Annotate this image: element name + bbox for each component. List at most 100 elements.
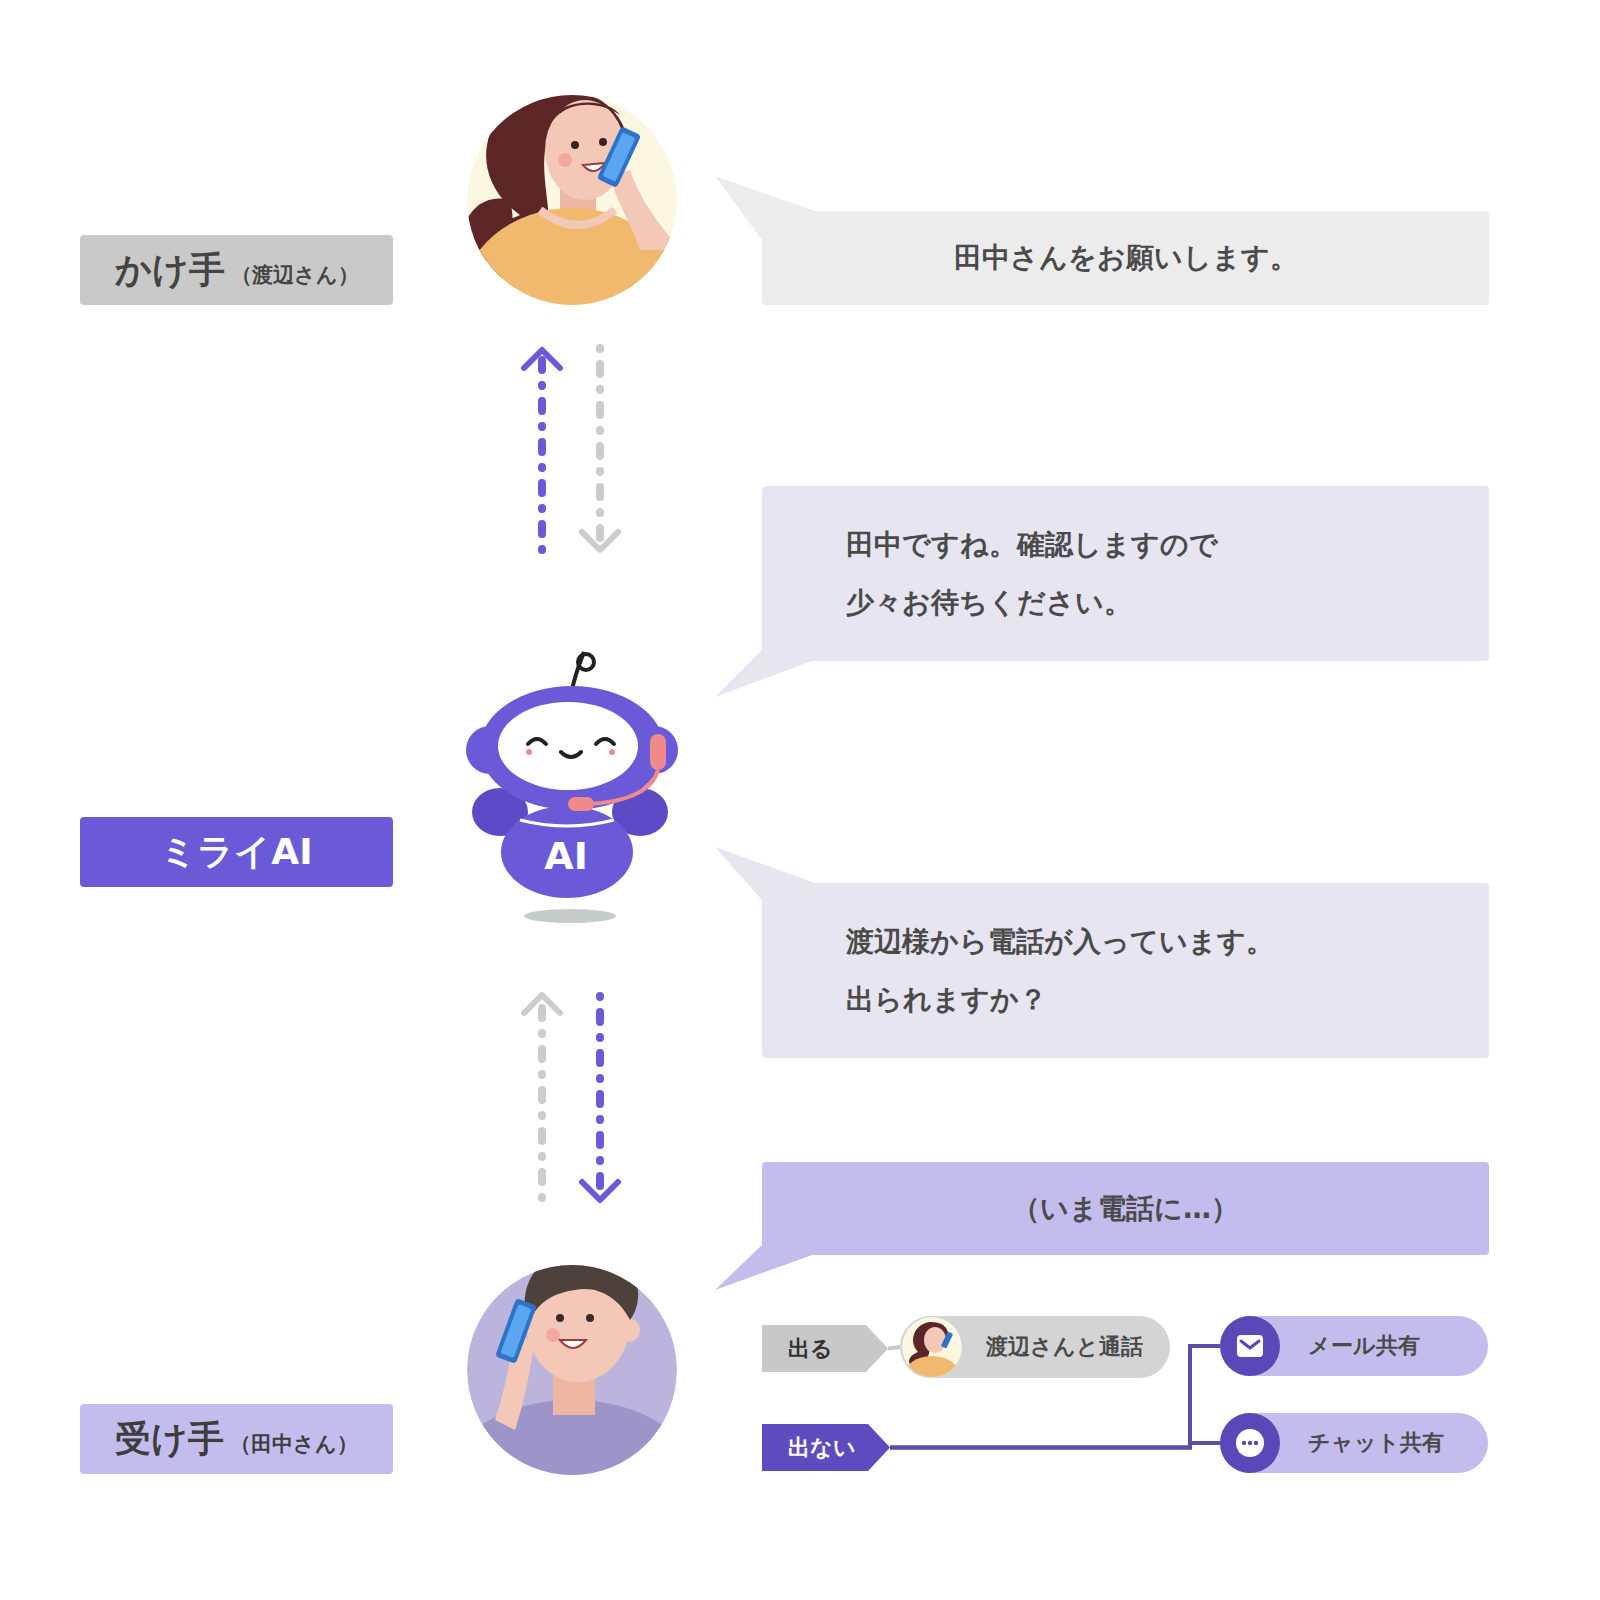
illustration-ellipse — [501, 806, 633, 898]
illustration-circle — [1236, 1429, 1264, 1457]
illustration-path — [520, 820, 614, 826]
illustration-path — [590, 770, 658, 804]
illustration-line — [538, 1005, 546, 1198]
node-text: 出ない — [788, 1433, 856, 1463]
illustration-line — [596, 348, 604, 540]
node-text: チャット共有 — [1308, 1428, 1444, 1458]
branch-line — [890, 1443, 1220, 1448]
node-content: （いま電話に…） — [1012, 1180, 1239, 1237]
robot-badge: AI — [544, 834, 588, 878]
illustration-ellipse — [524, 909, 616, 923]
illustration-circle — [1254, 1441, 1258, 1445]
node-content: ミライAI — [160, 828, 312, 877]
person-name: （田中さん） — [230, 1430, 358, 1458]
illustration-g — [902, 1317, 962, 1396]
result-pill: 渡辺さんと通話 — [900, 1316, 1170, 1378]
illustration-path — [525, 1250, 639, 1320]
illustration-circle — [599, 138, 607, 146]
illustration-path — [596, 739, 614, 744]
illustration-circle — [586, 1314, 594, 1322]
node-text: 田中ですね。確認しますので 少々お待ちください。 — [846, 516, 1406, 631]
receiver-avatar — [447, 1250, 697, 1560]
illustration-path — [553, 1405, 595, 1415]
illustration-line — [596, 996, 604, 1190]
illustration-circle — [1242, 1441, 1246, 1445]
illustration-circle — [616, 1318, 640, 1342]
role-label: ミライAI — [80, 817, 393, 887]
tag-outline — [762, 1424, 890, 1471]
node-text: 渡辺さんと通話 — [986, 1332, 1143, 1362]
illustration-path — [560, 1340, 586, 1348]
speech-bubble: （いま電話に…） — [762, 1162, 1489, 1255]
illustration-circle — [526, 749, 532, 755]
illustration-path — [1241, 1341, 1259, 1348]
illustration-polyline — [582, 1182, 618, 1200]
illustration-path — [610, 170, 680, 250]
illustration-line — [538, 360, 546, 550]
speech-bubble: 田中ですね。確認しますので 少々お待ちください。 — [762, 486, 1489, 661]
role-label: かけ手（渡辺さん） — [80, 235, 393, 305]
robot-mascot — [466, 652, 678, 923]
illustration-path — [540, 210, 615, 225]
role-name: ミライAI — [160, 828, 312, 877]
illustration-rect — [1237, 1335, 1263, 1357]
illustration-path — [1239, 1446, 1247, 1453]
tag-outline — [762, 1325, 888, 1372]
illustration-rect — [495, 1298, 537, 1364]
node-text: （いま電話に…） — [1012, 1180, 1239, 1237]
node-content: チャット共有 — [1308, 1428, 1444, 1458]
illustration-rect — [603, 132, 636, 181]
illustration-circle — [609, 749, 615, 755]
illustration-polyline — [582, 532, 618, 550]
illustration-circle — [546, 1328, 560, 1342]
illustration-rect — [501, 1304, 532, 1358]
speech-bubble: 渡辺様から電話が入っています。 出られますか？ — [762, 883, 1489, 1058]
illustration-ellipse — [498, 702, 638, 790]
node-content: 田中ですね。確認しますので 少々お待ちください。 — [846, 516, 1406, 631]
node-text: 田中さんをお願いします。 — [954, 229, 1298, 286]
pill-icon — [1220, 1316, 1280, 1376]
node-content: かけ手（渡辺さん） — [115, 246, 359, 295]
pill-icon — [900, 1316, 964, 1378]
illustration-ellipse — [924, 1327, 946, 1353]
illustration-circle — [571, 141, 579, 149]
illustration-rect — [597, 126, 641, 188]
illustration-polyline — [524, 995, 560, 1013]
node-content: 出ない — [788, 1433, 856, 1463]
illustration-rect — [941, 1331, 953, 1348]
branch-line — [888, 1347, 900, 1349]
illustration-path — [528, 739, 546, 744]
illustration-polyline — [524, 350, 560, 368]
bubble-tails — [715, 176, 815, 1290]
choice-tag: 出る — [762, 1325, 888, 1372]
person-name: （渡辺さん） — [231, 261, 359, 289]
result-pill: メール共有 — [1220, 1316, 1488, 1376]
illustration-circle — [1220, 1316, 1280, 1376]
illustration-circle — [558, 153, 572, 167]
illustration-rect — [568, 797, 594, 811]
choice-tag: 出ない — [762, 1424, 890, 1471]
result-pill: チャット共有 — [1220, 1413, 1488, 1473]
flow-arrows — [524, 348, 618, 1200]
illustration-ellipse — [480, 686, 664, 810]
illustration-ellipse — [447, 1400, 697, 1560]
role-label: 受け手（田中さん） — [80, 1404, 393, 1474]
illustration-circle — [1248, 1441, 1252, 1445]
node-content: 渡辺様から電話が入っています。 出られますか？ — [846, 913, 1406, 1028]
node-content: 受け手（田中さん） — [115, 1415, 358, 1464]
role-name: かけ手 — [115, 246, 225, 295]
node-content: メール共有 — [1308, 1331, 1420, 1361]
node-content: 出る — [788, 1334, 833, 1364]
illustration-circle — [556, 1314, 564, 1322]
node-text: メール共有 — [1308, 1331, 1420, 1361]
caller-avatar — [462, 90, 682, 392]
speech-bubble: 田中さんをお願いします。 — [762, 211, 1489, 305]
illustration-path — [561, 752, 581, 757]
node-content: 渡辺さんと通話 — [986, 1332, 1143, 1362]
role-name: 受け手 — [115, 1415, 224, 1464]
illustration-circle — [1220, 1413, 1280, 1473]
pill-icon — [1220, 1413, 1280, 1473]
node-text: 渡辺様から電話が入っています。 出られますか？ — [846, 913, 1406, 1028]
node-content: 田中さんをお願いします。 — [954, 229, 1298, 286]
